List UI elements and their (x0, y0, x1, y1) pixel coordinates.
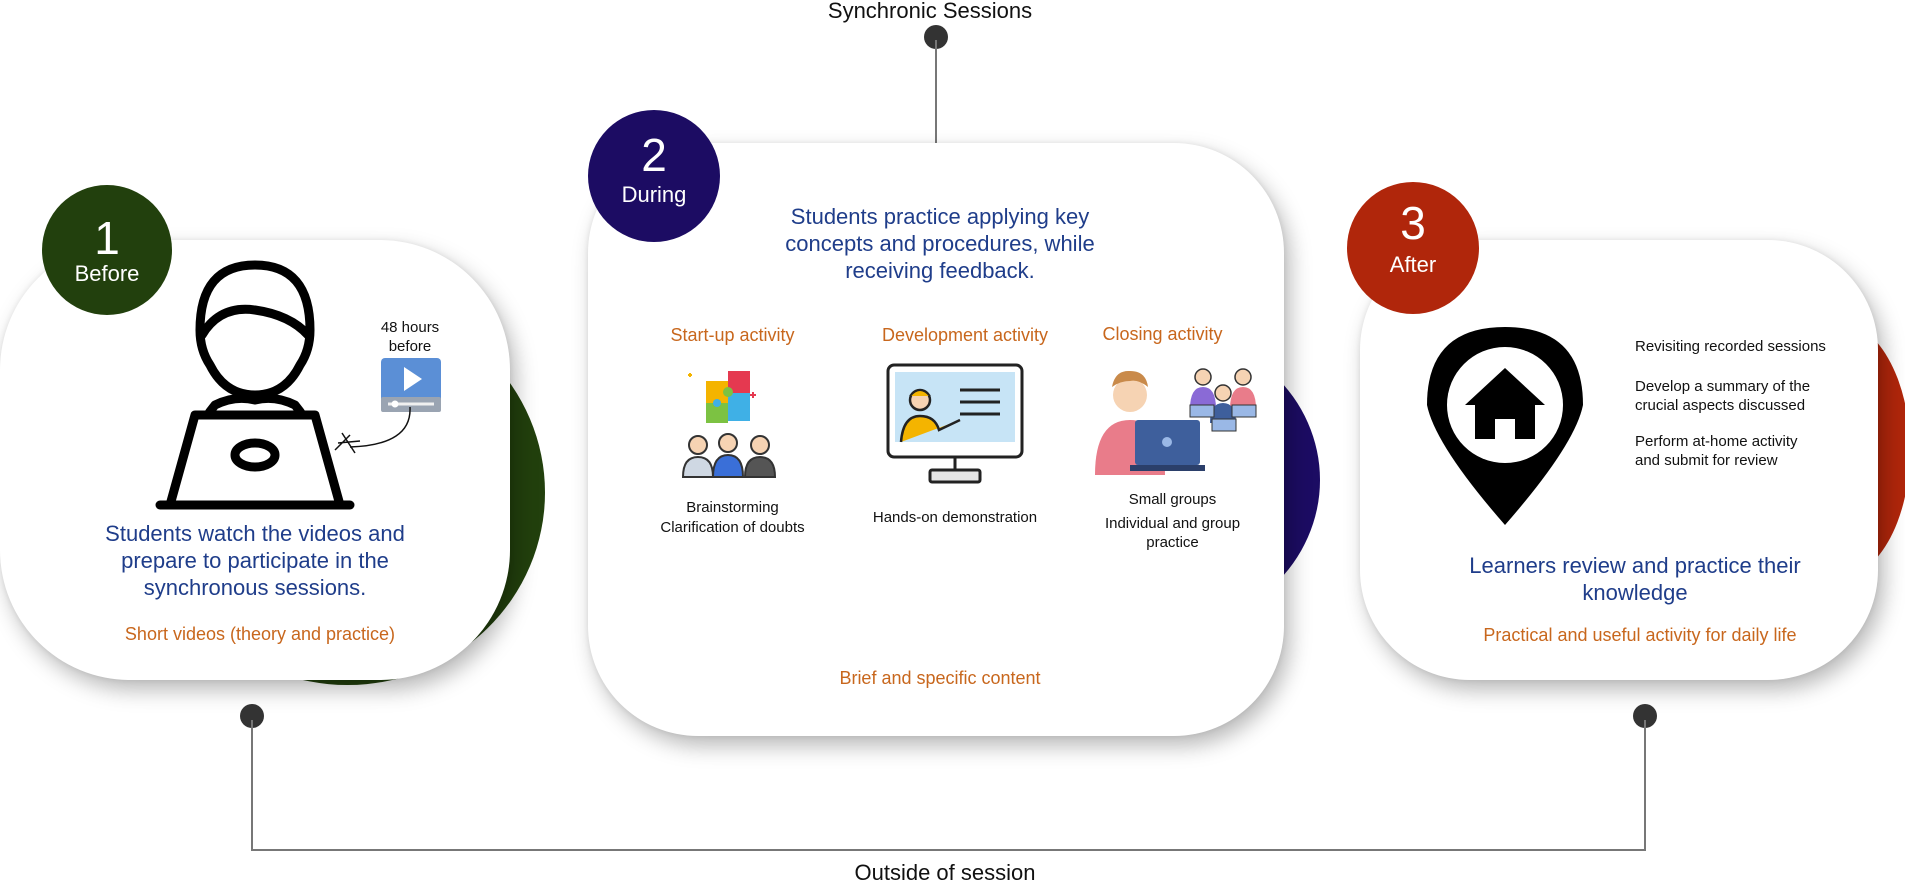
video-player-icon (381, 358, 441, 412)
development-activity-title: Development activity (881, 325, 1049, 345)
startup-activity-line-2: Clarification of doubts (660, 519, 805, 536)
bottom-connector-line (251, 849, 1646, 851)
after-description: Learners review and practice their knowl… (1469, 553, 1801, 605)
closing-activity-title: Closing activity (1102, 324, 1223, 344)
before-footer: Short videos (theory and practice) (124, 624, 396, 644)
home-location-pin-icon (1427, 327, 1583, 525)
after-step-circle: 3 After (1347, 182, 1479, 314)
after-item-2: Develop a summary of the crucial aspects… (1635, 378, 1811, 414)
student-laptop-icon (155, 260, 355, 510)
after-footer: Practical and useful activity for daily … (1483, 625, 1797, 645)
after-step-number: 3 (1400, 197, 1426, 249)
development-activity-line-1: Hands-on demonstration (872, 509, 1038, 526)
top-label: Synchronic Sessions (827, 0, 1033, 23)
during-step-circle: 2 During (588, 110, 720, 242)
after-item-1: Revisiting recorded sessions (1635, 338, 1826, 355)
after-step-label: After (1389, 252, 1437, 277)
monitor-presenter-icon (886, 363, 1024, 484)
startup-activity-title: Start-up activity (670, 325, 795, 345)
during-step-number: 2 (641, 129, 667, 181)
group-laptop-icon (1095, 368, 1257, 475)
during-step-label: During (621, 182, 687, 207)
after-connector-line (1644, 720, 1646, 851)
closing-activity-line-1: Small groups (1128, 491, 1217, 508)
before-step-number: 1 (94, 212, 120, 264)
before-badge-text: 48 hours before (380, 319, 440, 355)
during-footer: Brief and specific content (839, 668, 1041, 688)
before-description: Students watch the videos and prepare to… (105, 521, 405, 600)
closing-activity-line-2: Individual and group practice (1104, 515, 1241, 551)
top-connector-line (935, 40, 937, 172)
before-badge-connector (334, 406, 411, 454)
startup-activity-line-1: Brainstorming (686, 499, 779, 516)
before-connector-line (251, 720, 253, 851)
before-step-label: Before (74, 261, 140, 286)
after-item-3: Perform at-home activity and submit for … (1635, 433, 1798, 469)
before-step-circle: 1 Before (42, 185, 172, 315)
bottom-label: Outside of session (854, 860, 1036, 885)
during-description: Students practice applying key concepts … (785, 204, 1095, 283)
after-card (1360, 240, 1878, 680)
puzzle-team-icon (681, 371, 777, 478)
